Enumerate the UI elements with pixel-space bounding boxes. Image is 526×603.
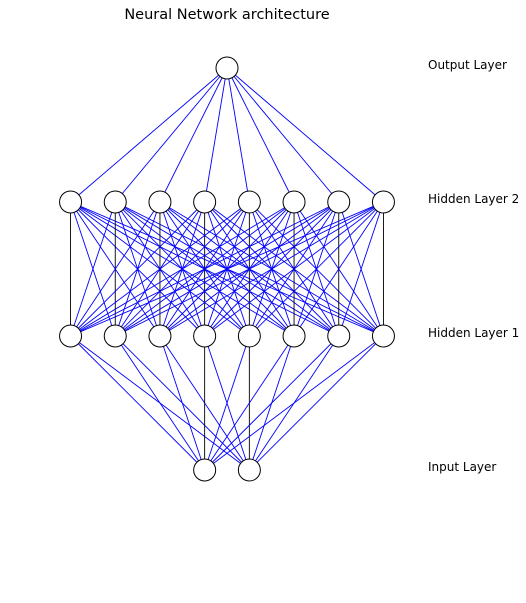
layer-label-hidden-2: Hidden Layer 2 xyxy=(428,192,519,206)
node-hidden-1-5 xyxy=(237,324,261,348)
edge-hidden-1-3-to-input-1 xyxy=(159,335,206,471)
node-hidden-1-6 xyxy=(282,324,306,348)
edge-output-1-to-hidden-2-4 xyxy=(204,67,228,203)
edge-hidden-2-4-to-hidden-1-1 xyxy=(70,201,205,337)
node-hidden-2-8 xyxy=(371,190,395,214)
layer-label-input: Input Layer xyxy=(428,460,496,474)
node-hidden-2-4 xyxy=(193,190,217,214)
node-hidden-2-1 xyxy=(59,190,83,214)
node-hidden-1-2 xyxy=(103,324,127,348)
edge-hidden-1-8-to-input-2 xyxy=(249,335,384,471)
node-hidden-2-5 xyxy=(237,190,261,214)
edge-hidden-2-8-to-hidden-1-1 xyxy=(70,201,384,337)
edge-hidden-1-1-to-input-1 xyxy=(70,335,205,471)
edge-hidden-2-5-to-hidden-1-1 xyxy=(70,201,250,337)
edge-output-1-to-hidden-2-5 xyxy=(226,67,250,203)
edge-output-1-to-hidden-2-3 xyxy=(159,67,228,203)
node-hidden-2-3 xyxy=(148,190,172,214)
node-output-1 xyxy=(215,56,239,80)
node-hidden-1-4 xyxy=(193,324,217,348)
edge-output-1-to-hidden-2-1 xyxy=(70,67,228,203)
edge-hidden-2-2-to-hidden-1-1 xyxy=(70,201,116,337)
edge-hidden-1-8-to-input-1 xyxy=(204,335,384,471)
layer-labels: Output Layer Hidden Layer 2 Hidden Layer… xyxy=(428,58,519,474)
node-input-1 xyxy=(193,458,217,482)
edge-hidden-1-6-to-input-1 xyxy=(204,335,295,471)
edge-output-1-to-hidden-2-6 xyxy=(226,67,295,203)
node-hidden-1-7 xyxy=(327,324,351,348)
edge-hidden-2-8-to-hidden-1-5 xyxy=(249,201,384,337)
edge-hidden-2-7-to-hidden-1-1 xyxy=(70,201,339,337)
layer-label-hidden-1: Hidden Layer 1 xyxy=(428,326,519,340)
edge-hidden-2-8-to-hidden-1-7 xyxy=(338,201,384,337)
edge-hidden-2-8-to-hidden-1-3 xyxy=(159,201,384,337)
node-hidden-1-1 xyxy=(59,324,83,348)
node-input-2 xyxy=(237,458,261,482)
layer-label-output: Output Layer xyxy=(428,58,507,72)
edge-hidden-2-8-to-hidden-1-4 xyxy=(204,201,384,337)
connection-edges xyxy=(70,67,384,471)
edge-hidden-2-8-to-hidden-1-2 xyxy=(115,201,384,337)
edge-hidden-1-5-to-input-1 xyxy=(204,335,250,471)
edge-hidden-2-3-to-hidden-1-1 xyxy=(70,201,161,337)
node-hidden-1-8 xyxy=(371,324,395,348)
diagram-title: Neural Network architecture xyxy=(124,7,329,23)
node-hidden-2-2 xyxy=(103,190,127,214)
edge-hidden-1-7-to-input-1 xyxy=(204,335,340,471)
edge-hidden-1-2-to-input-1 xyxy=(114,335,206,471)
edge-hidden-2-6-to-hidden-1-1 xyxy=(70,201,295,337)
neuron-nodes xyxy=(59,56,395,482)
edge-output-1-to-hidden-2-8 xyxy=(226,67,384,203)
edge-output-1-to-hidden-2-2 xyxy=(114,67,228,203)
node-hidden-1-3 xyxy=(148,324,172,348)
node-hidden-2-7 xyxy=(327,190,351,214)
edge-hidden-2-8-to-hidden-1-6 xyxy=(293,201,384,337)
node-hidden-2-6 xyxy=(282,190,306,214)
edge-output-1-to-hidden-2-7 xyxy=(226,67,340,203)
